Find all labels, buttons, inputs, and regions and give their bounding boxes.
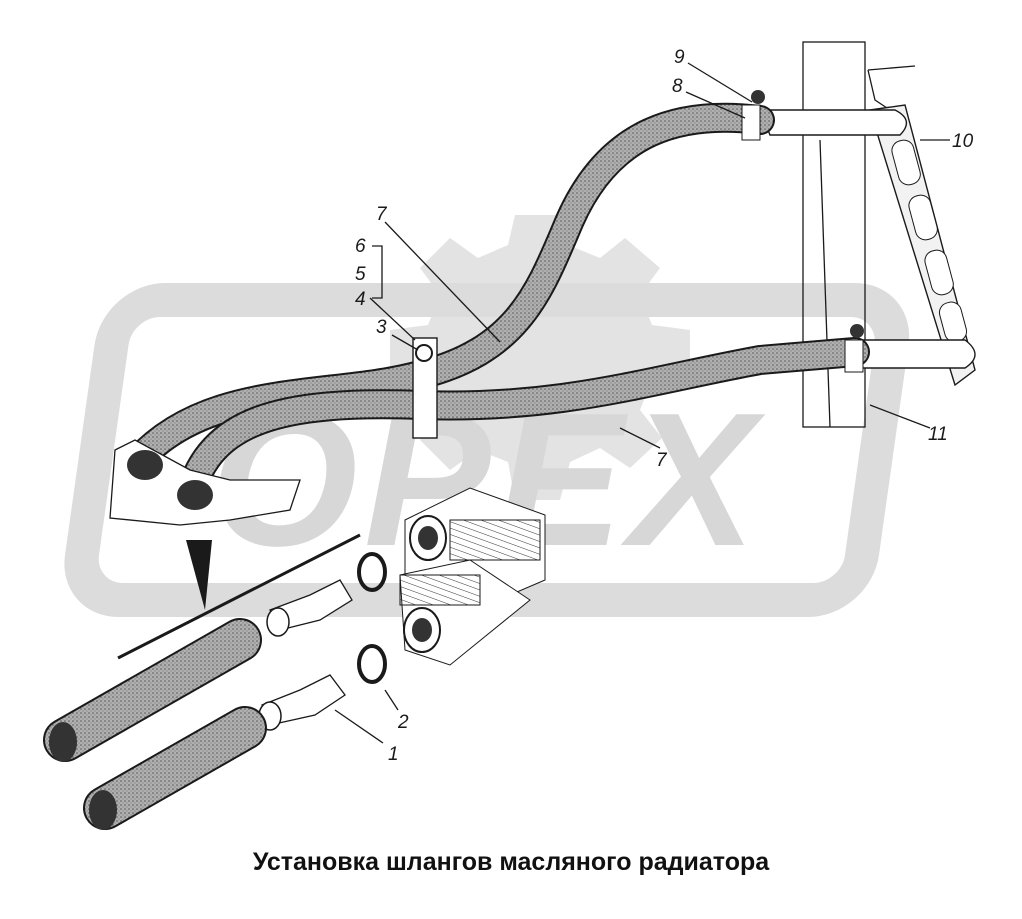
callout-4: 4	[355, 289, 366, 310]
washers	[357, 552, 387, 684]
callout-6: 6	[355, 236, 366, 257]
callout-5: 5	[355, 264, 366, 285]
hose-upper	[115, 102, 775, 485]
callout-3: 3	[376, 317, 387, 338]
callout-7-upper: 7	[376, 204, 388, 225]
callout-10: 10	[952, 131, 974, 152]
hose-pieces	[43, 618, 267, 830]
callout-9: 9	[674, 47, 685, 68]
engine-flange	[109, 439, 301, 526]
oil-radiator	[869, 104, 976, 387]
callout-labels: 1 2 3 4 5 6 7 7 8 9 10 11	[355, 47, 974, 765]
callout-1: 1	[388, 744, 399, 765]
callout-7-lower: 7	[656, 450, 668, 471]
callout-2: 2	[397, 712, 409, 733]
radiator-pipes	[758, 109, 976, 369]
callout-8: 8	[672, 76, 683, 97]
hose-bracket	[412, 337, 438, 439]
radiator-bracket	[802, 41, 916, 428]
hose-clamps	[741, 90, 864, 373]
fittings	[258, 579, 353, 731]
explode-lines	[117, 533, 361, 660]
oil-block	[399, 487, 546, 666]
leader-lines	[334, 62, 950, 744]
radiator-plate	[802, 41, 866, 428]
callout-11: 11	[928, 424, 948, 445]
diagram-caption: Установка шлангов масляного радиатора	[252, 848, 770, 876]
